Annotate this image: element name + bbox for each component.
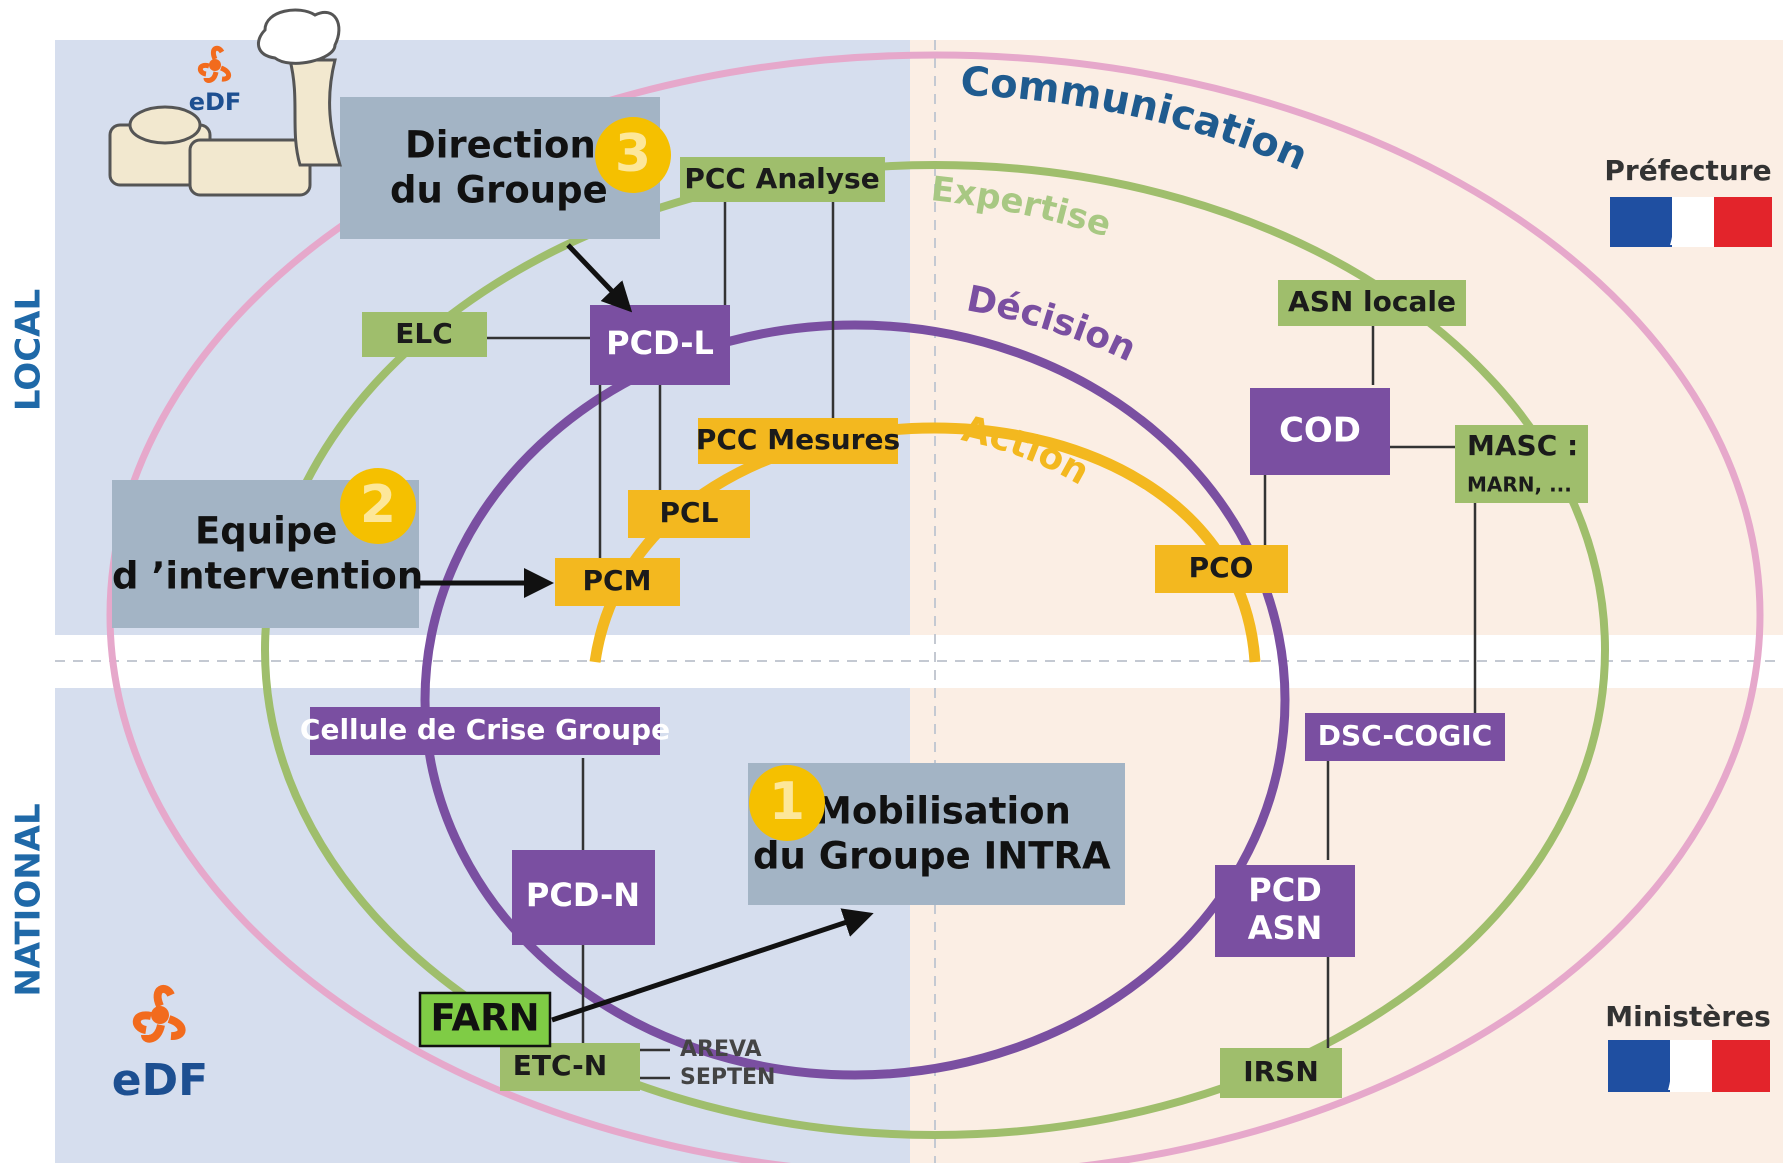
direction-callout-line1: Direction [405,124,596,167]
masc-label-line1: MASC : [1467,429,1578,462]
equipe-callout-line1: Equipe [195,510,337,553]
cellule-de-crise-label: Cellule de Crise Groupe [300,713,670,746]
irsn-box [1220,1048,1342,1098]
pcd-asn-label-line1: PCD [1248,871,1322,909]
elc-label: ELC [395,317,453,350]
dsc-cogic-label: DSC-COGIC [1318,719,1493,752]
pcc-mesures-box [698,418,898,464]
pcc-analyse-box [680,157,885,202]
pcd-l-label: PCD-L [606,324,714,362]
pcd-l-box [590,305,730,385]
equipe-badge [340,468,416,544]
asn-locale-box [1278,280,1466,326]
masc-label-line2: MARN, ... [1467,473,1572,497]
pcd-n-label: PCD-N [526,876,640,914]
prefecture-flag-logo [1610,197,1772,247]
etc-n-label: ETC-N [513,1049,607,1082]
cod-label: COD [1279,411,1361,451]
pcc-mesures-label: PCC Mesures [696,423,900,456]
direction-callout-line2: du Groupe [390,169,608,212]
ministeres-label: Ministères [1605,1000,1771,1033]
right-upper-bg [910,40,1783,635]
direction-badge [595,117,671,193]
asn-locale-label: ASN locale [1288,285,1456,318]
expertise-ring [261,161,1609,1139]
national-side-label: NATIONAL [9,803,49,996]
pcl-label: PCL [660,496,719,529]
farn-label: FARN [430,997,539,1040]
decision-ring [420,320,1290,1080]
dsc-cogic-box [1305,713,1505,761]
etc-n-box [500,1043,640,1091]
ministeres-flag-logo [1608,1040,1770,1092]
irsn-label: IRSN [1243,1055,1319,1088]
pcc-analyse-label: PCC Analyse [684,162,879,195]
pco-label: PCO [1189,551,1254,584]
pcd-asn-box [1215,865,1355,957]
communication-ring [106,51,1764,1163]
pcl-box [628,490,750,538]
edf-logo-bottom-text: eDF [112,1055,208,1106]
areva-label: AREVA [680,1037,762,1062]
equipe-callout-line2: d ’intervention [112,555,423,598]
prefecture-label: Préfecture [1604,154,1771,187]
connector-lines [487,195,1477,1080]
farn-box [418,991,552,1048]
pcm-box [555,558,680,606]
local-side-label: LOCAL [9,289,49,411]
nuclear-plant-illustration [108,8,342,197]
pcm-label: PCM [583,564,652,597]
edf-logo-bottom: eDF [112,985,208,1106]
elc-box [362,312,487,357]
edf-logo-top-text: eDF [189,88,242,116]
mobilisation-badge [749,765,825,841]
masc-box [1455,425,1588,503]
edf-logo-top: eDF [189,45,242,116]
equipe-badge-number: 2 [360,475,396,535]
direction-badge-number: 3 [615,124,651,184]
cod-box [1250,388,1390,475]
farn-arrow [551,908,874,1023]
pco-box [1155,545,1288,593]
direction-arrow [566,243,633,313]
mobilisation-callout-line1: Mobilisation [815,790,1071,833]
action-arc [589,422,1261,663]
pcd-n-box [512,850,655,945]
septen-label: SEPTEN [680,1065,775,1090]
pcd-asn-label-line2: ASN [1248,909,1323,947]
mobilisation-callout-line2: du Groupe INTRA [753,835,1111,878]
cellule-de-crise-box [310,707,660,755]
mobilisation-badge-number: 1 [769,772,805,832]
